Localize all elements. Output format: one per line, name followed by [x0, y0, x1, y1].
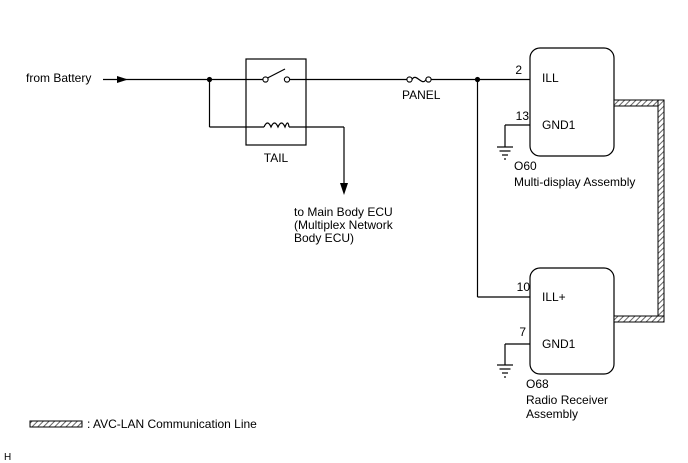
- ground-icon: [497, 364, 513, 378]
- relay-switch-icon: [262, 68, 291, 83]
- component-box: [529, 267, 615, 375]
- component-name-line-1: Radio Receiver: [526, 393, 608, 407]
- avc-lan-line: [613, 99, 665, 323]
- pin-number: 13: [516, 109, 530, 123]
- pin-name: ILL+: [542, 290, 566, 304]
- pin-number: 7: [519, 325, 526, 339]
- pin-number: 10: [517, 280, 531, 294]
- legend-hatch-swatch: [29, 420, 83, 428]
- pin-number: 2: [515, 63, 522, 77]
- ecu-note-line-2: (Multiplex Network: [294, 218, 394, 232]
- component-o68: 10 ILL+ 7 GND1: [497, 267, 615, 378]
- legend-label: : AVC-LAN Communication Line: [87, 417, 257, 431]
- junction-dot: [474, 76, 481, 83]
- main-wires: [103, 78, 530, 298]
- to-ecu-arrow-icon: [340, 183, 348, 195]
- component-code: O60: [514, 159, 537, 173]
- relay-coil-icon: [263, 122, 290, 129]
- ground-wire: [504, 124, 530, 147]
- tail-relay: [245, 58, 307, 146]
- component-code: O68: [526, 377, 549, 391]
- ecu-note-line-1: to Main Body ECU: [294, 205, 393, 219]
- relay-label: TAIL: [264, 151, 289, 165]
- ground-icon: [497, 146, 513, 160]
- component-name: Multi-display Assembly: [514, 175, 635, 189]
- fuse-label: PANEL: [402, 88, 441, 102]
- panel-fuse-icon: [406, 76, 432, 83]
- pin-name: GND1: [542, 118, 576, 132]
- component-o60: 2 ILL 13 GND1: [497, 47, 615, 160]
- pin-name: GND1: [542, 337, 576, 351]
- ground-wire: [504, 343, 530, 365]
- component-box: [529, 47, 615, 157]
- component-name-line-2: Assembly: [526, 407, 578, 421]
- corner-mark: H: [4, 452, 11, 463]
- relay-box: [245, 58, 307, 146]
- ecu-note-line-3: Body ECU): [294, 231, 354, 245]
- pin-name: ILL: [542, 71, 559, 85]
- from-battery-label: from Battery: [26, 71, 91, 85]
- junction-dot: [206, 76, 213, 83]
